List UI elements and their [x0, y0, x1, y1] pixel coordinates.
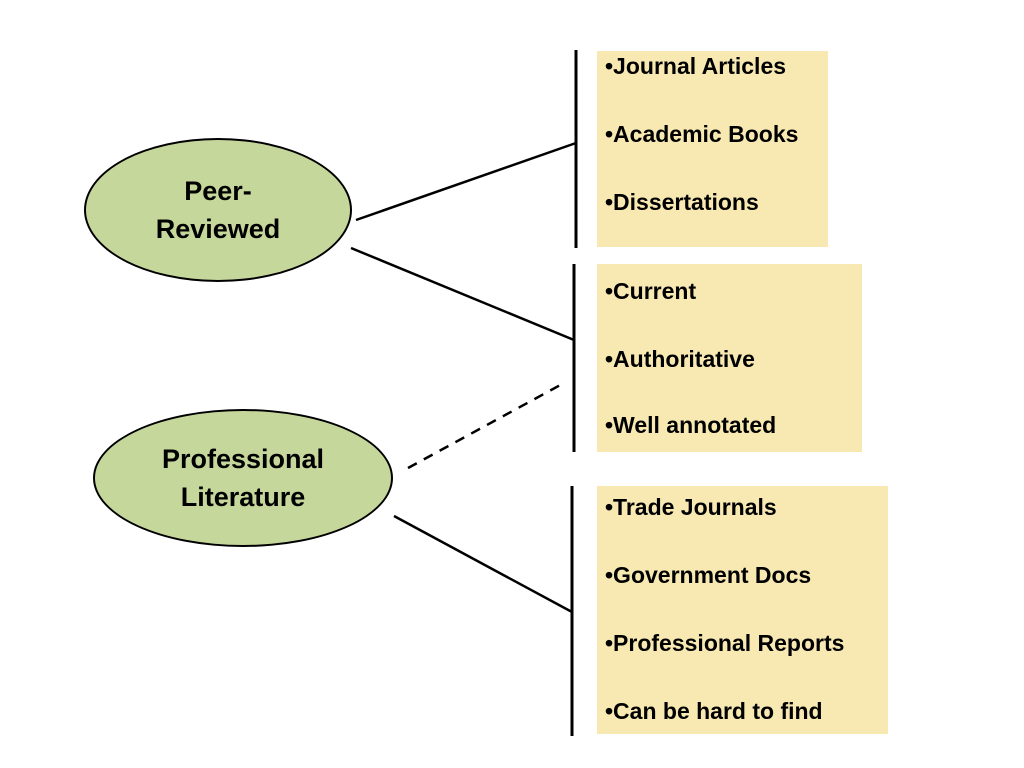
list-item: •Dissertations	[605, 189, 759, 215]
list-item: •Government Docs	[605, 562, 812, 588]
shared-qualities-box: •Current •Authoritative •Well annotated	[597, 264, 862, 452]
list-item: •Authoritative	[605, 346, 755, 372]
peer-reviewed-node: Peer- Reviewed	[84, 138, 352, 282]
list-item: •Trade Journals	[605, 494, 777, 520]
list-item: •Academic Books	[605, 121, 799, 147]
connector-peer-to-qualities	[350, 246, 575, 342]
connector-professional-to-types	[393, 514, 573, 614]
peer-types-box: •Journal Articles •Academic Books •Disse…	[597, 51, 828, 247]
connector-peer-to-types	[355, 141, 577, 222]
list-item: •Journal Articles	[605, 53, 787, 79]
peer-reviewed-label: Peer- Reviewed	[155, 176, 281, 244]
professional-literature-label: Professional Literature	[161, 444, 325, 512]
list-item: •Can be hard to find	[605, 698, 823, 724]
professional-types-box: •Trade Journals •Government Docs •Profes…	[597, 486, 888, 734]
list-item: •Professional Reports	[605, 630, 845, 656]
connector-professional-to-qualities	[407, 381, 565, 470]
professional-literature-node: Professional Literature	[93, 409, 393, 547]
list-item: •Current	[605, 278, 697, 304]
list-item: •Well annotated	[605, 412, 777, 438]
